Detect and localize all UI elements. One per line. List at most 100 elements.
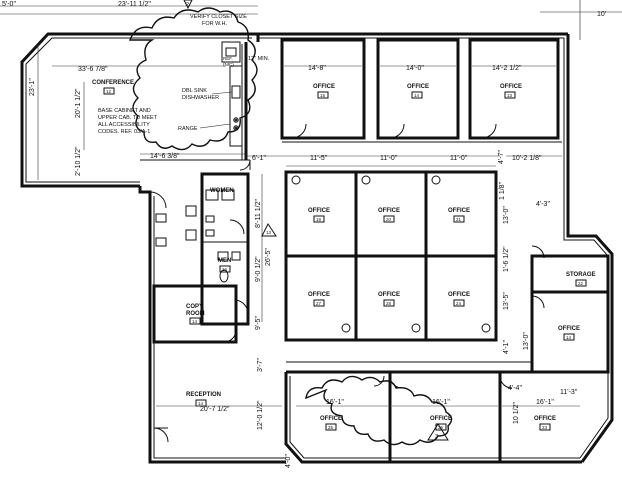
svg-text:(NIC): (NIC) [223, 62, 234, 67]
svg-text:13'-0": 13'-0" [523, 332, 530, 350]
svg-text:11'-3": 11'-3" [560, 389, 578, 396]
svg-text:16: 16 [222, 267, 228, 272]
svg-text:9'-5": 9'-5" [255, 316, 262, 330]
svg-text:4'-0": 4'-0" [285, 454, 292, 468]
copy-room: COPY ROOM 14 [152, 284, 238, 344]
svg-text:14: 14 [566, 335, 572, 340]
room-label-office-26: OFFICE [430, 416, 452, 422]
svg-text:10'-2 1/8": 10'-2 1/8" [512, 155, 542, 162]
svg-text:16'-1": 16'-1" [432, 399, 450, 406]
note-base-cabinet: BASE CABINET AND UPPER CAB. TO MEET ALL … [98, 108, 159, 135]
revision-2: 2 [186, 2, 189, 8]
room-label-office-21: OFFICE [448, 208, 470, 214]
room-label-office-24: OFFICE [448, 292, 470, 298]
room-label-office-14: OFFICE [407, 84, 429, 90]
note-min: 12" MIN. [248, 56, 270, 62]
svg-text:1 1/8": 1 1/8" [499, 181, 506, 200]
svg-text:28: 28 [386, 301, 392, 306]
svg-text:2'-10 1/2": 2'-10 1/2" [75, 146, 82, 176]
exterior-walls [20, 32, 614, 464]
svg-text:14'-2 1/2": 14'-2 1/2" [492, 65, 522, 72]
conference-room: CONFERENCE 12 [92, 41, 251, 171]
svg-text:1'-6 1/2": 1'-6 1/2" [503, 246, 510, 272]
room-label-women: WOMEN [210, 188, 234, 194]
revision-cloud-bottom: 3 [305, 375, 453, 446]
note-range: RANGE [178, 126, 198, 132]
room-label-office-28: OFFICE [378, 292, 400, 298]
svg-text:11'-5": 11'-5" [310, 155, 328, 162]
svg-text:4'-3": 4'-3" [536, 201, 550, 208]
room-label-office-27: OFFICE [308, 292, 330, 298]
conference-dimensions: 33'-6 7/8" 23'-1" 20'-1 1/2" 2'-10 1/2" … [29, 44, 246, 180]
corridor-dimensions: 6'-1" 11'-5" 11'-0" 11'-0" 10'-2 1/8" 4'… [246, 150, 562, 164]
svg-text:22: 22 [578, 281, 584, 286]
svg-text:20: 20 [386, 217, 392, 222]
room-label-office-13: OFFICE [500, 84, 522, 90]
svg-text:4'-1": 4'-1" [503, 340, 510, 354]
reception: RECEPTION 14 20'-7 1/2" 3'-7" 12'-0 1/2"… [153, 358, 292, 468]
svg-text:4'-7": 4'-7" [498, 150, 505, 164]
svg-text:13'-0": 13'-0" [503, 206, 510, 224]
note-sink: DBL SINK [182, 88, 207, 94]
middle-office-grid: OFFICE 19 OFFICE 20 OFFICE 21 OFFICE 27 … [284, 165, 550, 354]
room-label-reception: RECEPTION [186, 392, 221, 398]
svg-text:3'-7": 3'-7" [257, 358, 264, 372]
svg-text:14'-8": 14'-8" [308, 65, 326, 72]
svg-text:DISHWASHER: DISHWASHER [182, 95, 219, 101]
corridor-fixtures [149, 191, 197, 247]
svg-text:13'-5": 13'-5" [503, 292, 510, 310]
svg-text:16'-1": 16'-1" [536, 399, 554, 406]
right-rooms: STORAGE 22 OFFICE 14 13'-0" 11'-3" [523, 245, 610, 396]
room-label-office-19: OFFICE [308, 208, 330, 214]
revision-3: 3 [435, 434, 438, 440]
revision-cloud-top: 2 [128, 0, 258, 151]
bottom-office-row: 16'-1" 16'-1" 16'-1" 4'-4" 10 1/2" OFFIC… [286, 361, 582, 462]
room-label-storage: STORAGE [566, 272, 596, 278]
room-label-conference: CONFERENCE [92, 80, 134, 86]
note-closet: VERIFY CLOSET SIZE FOR W.H. [190, 14, 248, 27]
room-label-office-22: OFFICE [558, 326, 580, 332]
svg-text:20'-1 1/2": 20'-1 1/2" [75, 88, 82, 118]
restrooms: WOMEN MEN 16 8'-11 1/2" 26'-5" 9'-0 1/2"… [200, 172, 272, 330]
svg-text:11'-0": 11'-0" [380, 155, 398, 162]
svg-text:13: 13 [266, 230, 272, 235]
dim-10-top: 10' [597, 11, 606, 18]
svg-text:14: 14 [192, 319, 198, 324]
room-label-men: MEN [218, 258, 231, 264]
svg-text:20'-7 1/2": 20'-7 1/2" [200, 406, 230, 413]
room-label-office-23: OFFICE [534, 416, 556, 422]
svg-text:ROOM: ROOM [186, 311, 205, 317]
svg-text:14: 14 [414, 93, 420, 98]
svg-text:33'-6 7/8": 33'-6 7/8" [78, 66, 108, 73]
top-dimensions: 5'-0" 23'-11 1/2" 10' [0, 0, 622, 40]
room-label-office-15: OFFICE [313, 84, 335, 90]
svg-text:23: 23 [542, 425, 548, 430]
svg-text:19: 19 [316, 217, 322, 222]
room-label-office-25: OFFICE [320, 416, 342, 422]
svg-text:26'-5": 26'-5" [265, 248, 272, 266]
svg-text:15: 15 [320, 93, 326, 98]
svg-text:21: 21 [456, 217, 462, 222]
svg-text:27: 27 [316, 301, 322, 306]
svg-text:14: 14 [198, 401, 204, 406]
note-ref: REF. [223, 56, 233, 61]
top-office-row: 14'-8" 14'-0" 14'-2 1/2" OFFICE 15 OFFIC… [280, 38, 562, 143]
svg-text:8'-11 1/2": 8'-11 1/2" [255, 198, 262, 228]
dim-5-0: 5'-0" [2, 1, 16, 8]
dim-23-11: 23'-11 1/2" [118, 1, 151, 8]
svg-text:16'-1": 16'-1" [326, 399, 344, 406]
svg-text:12'-0 1/2": 12'-0 1/2" [257, 400, 264, 430]
svg-text:24: 24 [456, 301, 462, 306]
svg-text:13: 13 [507, 93, 513, 98]
svg-text:9'-0 1/2": 9'-0 1/2" [255, 256, 262, 282]
room-label-copy: COPY [186, 304, 203, 310]
svg-text:25: 25 [328, 425, 334, 430]
svg-text:23'-1": 23'-1" [29, 78, 36, 96]
svg-text:12: 12 [106, 89, 112, 94]
svg-text:4'-4": 4'-4" [508, 385, 522, 392]
svg-text:11'-0": 11'-0" [450, 155, 468, 162]
svg-text:10 1/2": 10 1/2" [513, 402, 520, 424]
svg-text:6'-1": 6'-1" [252, 155, 266, 162]
svg-text:14'-6 3/8": 14'-6 3/8" [150, 153, 180, 160]
